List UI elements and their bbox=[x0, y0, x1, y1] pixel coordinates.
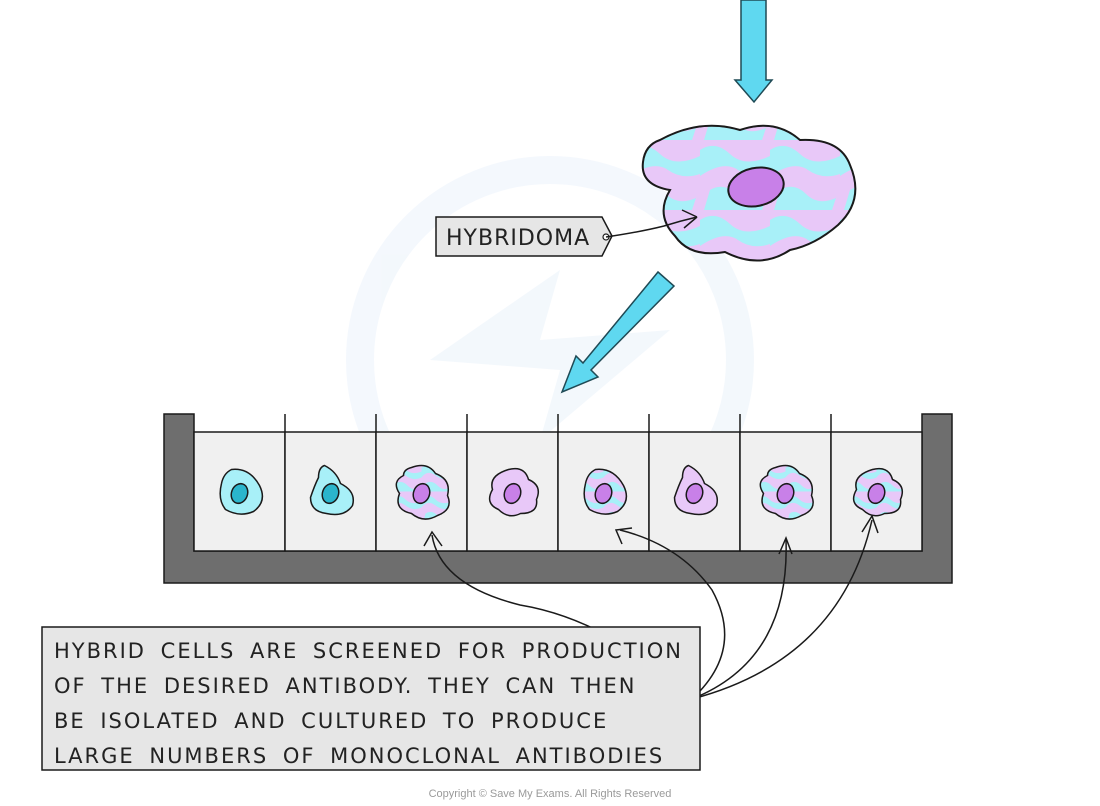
cell-nucleus bbox=[503, 482, 522, 505]
hybridoma-label: HYBRIDOMA bbox=[435, 209, 698, 257]
caption-line-4: LARGE NUMBERS OF MONOCLONAL ANTIBODIES bbox=[54, 744, 664, 768]
well-1 bbox=[193, 431, 286, 552]
copyright-notice: Copyright © Save My Exams. All Rights Re… bbox=[429, 788, 672, 800]
cell-nucleus bbox=[412, 482, 431, 505]
cell-nucleus bbox=[594, 482, 613, 505]
caption-line-3: BE ISOLATED AND CULTURED TO PRODUCE bbox=[54, 709, 608, 733]
cell-nucleus bbox=[776, 482, 795, 505]
down-arrow-icon bbox=[733, 0, 774, 104]
well-3 bbox=[375, 414, 468, 552]
well-6 bbox=[648, 414, 741, 552]
diagonal-arrow-icon bbox=[560, 270, 676, 394]
well-5 bbox=[557, 414, 650, 552]
well-7 bbox=[739, 414, 832, 552]
well-8 bbox=[830, 414, 923, 552]
hybridoma-label-text: HYBRIDOMA bbox=[446, 226, 590, 251]
hybridoma-nucleus bbox=[727, 166, 785, 208]
cell-nucleus bbox=[230, 482, 249, 505]
cell-nucleus bbox=[321, 482, 340, 505]
cell-nucleus bbox=[685, 482, 704, 505]
well-row bbox=[193, 414, 923, 552]
caption-line-1: HYBRID CELLS ARE SCREENED FOR PRODUCTION bbox=[54, 639, 683, 663]
well-2 bbox=[284, 414, 377, 552]
hybridoma-cell bbox=[641, 124, 857, 262]
caption-box: HYBRID CELLS ARE SCREENED FOR PRODUCTION… bbox=[41, 626, 701, 771]
cell-nucleus bbox=[867, 482, 886, 505]
caption-line-2: OF THE DESIRED ANTIBODY. THEY CAN THEN bbox=[54, 674, 637, 698]
well-4 bbox=[466, 414, 559, 552]
culture-tray bbox=[163, 413, 953, 584]
